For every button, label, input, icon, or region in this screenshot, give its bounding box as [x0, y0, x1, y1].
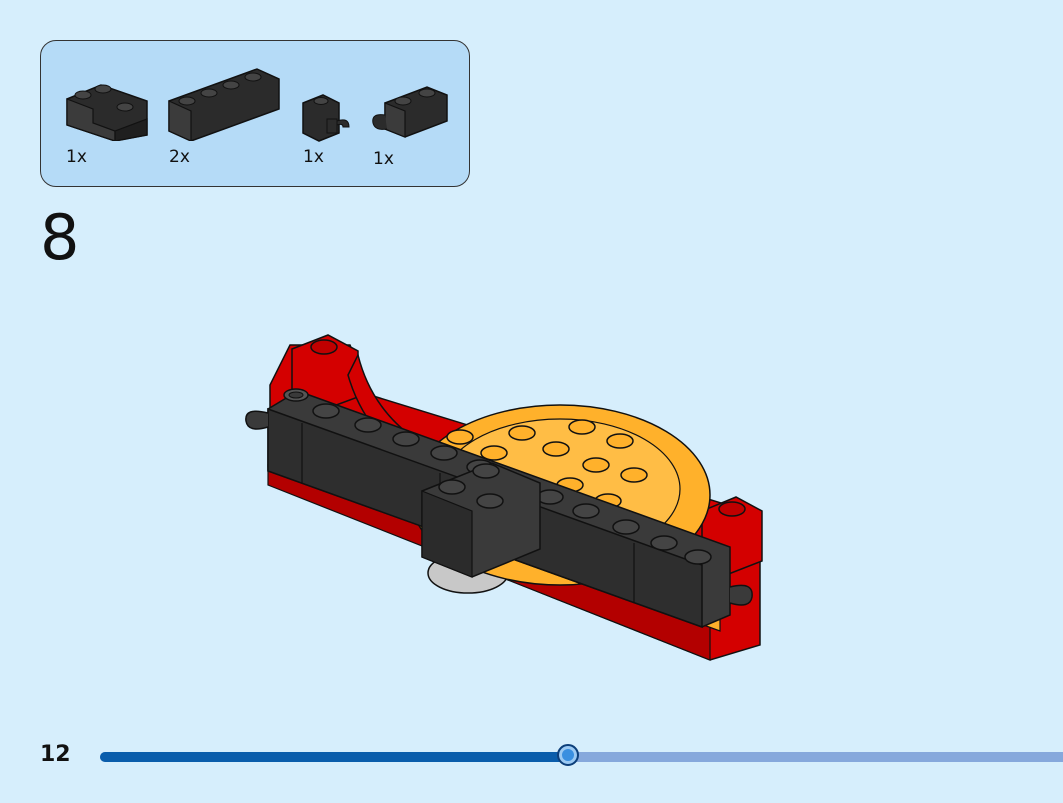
parts-callout: 1x 2x 1x 1x — [40, 40, 470, 187]
part-qty: 2x — [169, 147, 190, 167]
part-qty: 1x — [66, 147, 87, 167]
part-1x2-clip-brick: 1x — [371, 81, 451, 169]
part-qty: 1x — [303, 147, 324, 167]
assembled-model-step-8-icon — [245, 334, 763, 661]
progress-bar — [100, 744, 1063, 766]
progress-knob — [557, 744, 579, 766]
step-number: 8 — [40, 201, 80, 274]
part-1x1-clip-brick: 1x — [301, 91, 353, 167]
progress-fill — [100, 752, 568, 762]
black-1x1-clip-brick-icon — [302, 94, 350, 142]
page-number: 12 — [40, 742, 71, 767]
black-1x2-clip-brick-icon — [372, 86, 448, 138]
black-1x4-brick-icon — [168, 68, 280, 141]
assembled-model — [240, 325, 770, 674]
part-qty: 1x — [373, 149, 394, 169]
part-1x4-brick: 2x — [167, 65, 282, 167]
part-corner-brick: 1x — [63, 79, 153, 167]
black-corner-brick-icon — [66, 84, 148, 141]
